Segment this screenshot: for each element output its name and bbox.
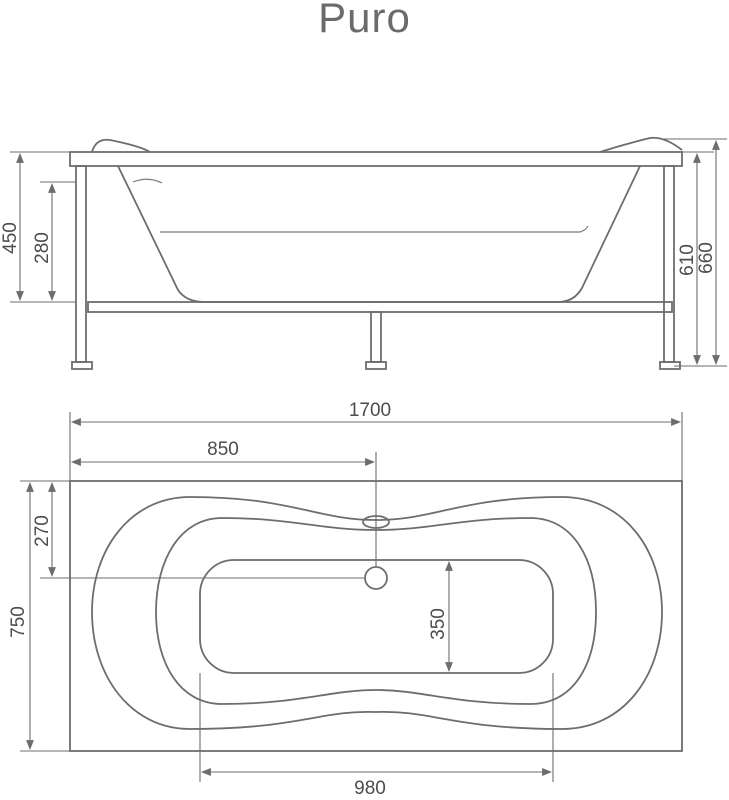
dim-450-label: 450	[0, 222, 21, 254]
product-title: Puro	[318, 0, 411, 41]
top-outer-contour	[91, 496, 663, 730]
dim-1700-label: 1700	[349, 400, 391, 421]
top-bottom-flat	[199, 559, 554, 674]
dim-350-label: 350	[428, 608, 449, 640]
front-foot-middle	[365, 361, 387, 370]
front-backrest-right	[599, 136, 683, 153]
top-middle-contour	[155, 517, 597, 705]
front-overflow-mark	[132, 178, 163, 184]
front-frame-bar	[87, 301, 673, 313]
front-view: 450 280 610 660	[0, 136, 727, 370]
dim-270-label: 270	[32, 515, 53, 547]
front-backrest-left	[91, 138, 151, 153]
dim-610-label: 610	[677, 244, 698, 276]
dim-750-label: 750	[8, 606, 29, 638]
front-leg-left	[75, 165, 87, 363]
dim-280-label: 280	[32, 232, 53, 264]
dim-980-label: 980	[354, 778, 386, 799]
front-water-line	[160, 225, 589, 233]
front-leg-middle	[370, 311, 382, 363]
front-tub-body	[117, 165, 641, 303]
drain-icon	[364, 566, 388, 590]
dim-660-label: 660	[696, 242, 717, 274]
top-view: 1700 850 750 270 350 980	[8, 400, 683, 799]
front-rim	[69, 151, 683, 167]
front-foot-left	[71, 361, 93, 370]
front-leg-right	[663, 165, 675, 363]
dim-850-label: 850	[207, 439, 239, 460]
